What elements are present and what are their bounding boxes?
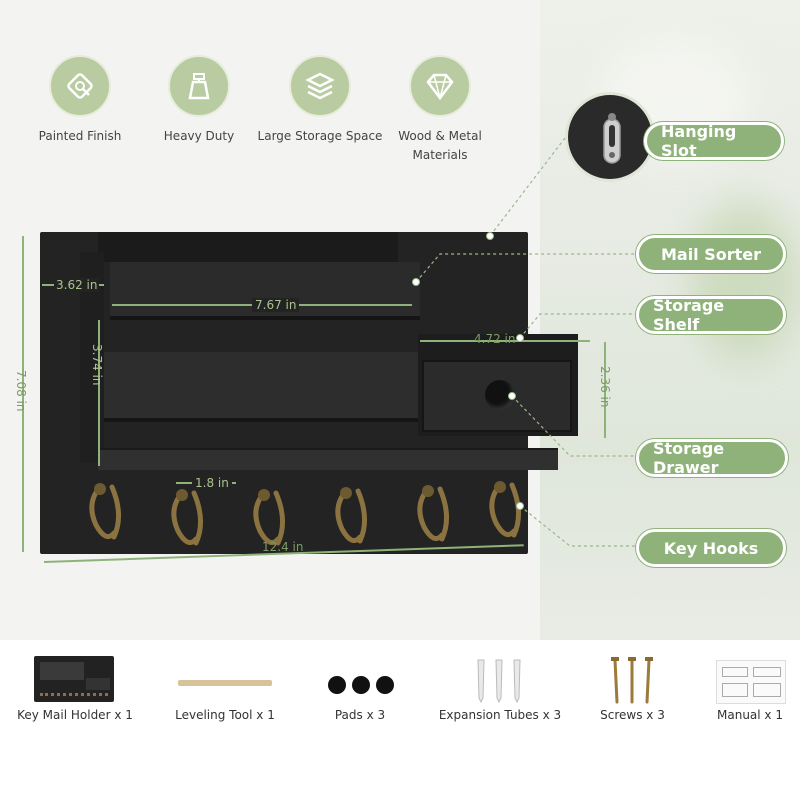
feature-heavy-duty: Heavy Duty bbox=[134, 55, 264, 146]
shelf-width-line bbox=[420, 340, 590, 342]
sorter-height-line bbox=[98, 320, 100, 466]
package-item-key-mail-holder: Key Mail Holder x 1 bbox=[10, 640, 140, 800]
drawer-height-line bbox=[604, 342, 606, 438]
feature-label: Heavy Duty bbox=[163, 129, 235, 143]
bottom-ledge bbox=[98, 448, 558, 470]
dim-shelf-width: 4.72 in bbox=[474, 332, 516, 346]
feature-label: Wood & Metal Materials bbox=[398, 129, 482, 162]
package-item-leveling-tool: Leveling Tool x 1 bbox=[160, 640, 290, 800]
feature-wood-metal: Wood & Metal Materials bbox=[375, 55, 505, 165]
package-item-pads: Pads x 3 bbox=[300, 640, 420, 800]
hanging-slot-closeup bbox=[565, 92, 655, 182]
mail-sorter-front-bottom bbox=[98, 352, 428, 422]
feature-label: Painted Finish bbox=[38, 129, 122, 143]
painted-finish-icon bbox=[49, 55, 111, 117]
feature-large-storage: Large Storage Space bbox=[255, 55, 385, 146]
manual-icon bbox=[716, 660, 786, 704]
feature-painted-finish: Painted Finish bbox=[15, 55, 145, 146]
height-line bbox=[22, 236, 24, 552]
package-label: Key Mail Holder x 1 bbox=[17, 708, 133, 722]
dim-hook-spacing: 1.8 in bbox=[192, 476, 232, 490]
package-label: Pads x 3 bbox=[334, 708, 386, 722]
key-hooks bbox=[89, 481, 521, 546]
callout-key-hooks: Key Hooks bbox=[636, 529, 786, 567]
callout-storage-drawer: Storage Drawer bbox=[636, 439, 788, 477]
callout-mail-sorter: Mail Sorter bbox=[636, 235, 786, 273]
weight-icon bbox=[168, 55, 230, 117]
pads-icon bbox=[328, 676, 394, 694]
key-mail-holder-product bbox=[40, 232, 578, 554]
feature-label: Large Storage Space bbox=[257, 129, 383, 143]
leader-lines bbox=[412, 137, 636, 547]
diamond-icon bbox=[409, 55, 471, 117]
package-label: Leveling Tool x 1 bbox=[175, 708, 275, 722]
key-mail-holder-icon bbox=[34, 656, 114, 702]
package-label: Manual x 1 bbox=[717, 708, 783, 722]
dim-total-width: 12.4 in bbox=[262, 540, 304, 554]
callout-storage-shelf: Storage Shelf bbox=[636, 296, 786, 334]
callout-hanging-slot: Hanging Slot bbox=[644, 122, 784, 160]
package-item-screws: Screws x 3 bbox=[575, 640, 690, 800]
dim-depth: 3.62 in bbox=[54, 278, 100, 292]
dim-sorter-width: 7.67 in bbox=[252, 298, 300, 312]
expansion-tube-icon bbox=[477, 659, 521, 704]
stack-icon bbox=[289, 55, 351, 117]
package-label: Expansion Tubes x 3 bbox=[438, 708, 562, 722]
leveling-tool-icon bbox=[178, 680, 272, 686]
package-contents: Key Mail Holder x 1 Leveling Tool x 1 Pa… bbox=[0, 640, 800, 800]
sorter-back bbox=[98, 232, 398, 262]
package-item-manual: Manual x 1 bbox=[700, 640, 800, 800]
screw-icon bbox=[611, 657, 653, 704]
package-label: Screws x 3 bbox=[600, 708, 665, 722]
package-item-expansion-tubes: Expansion Tubes x 3 bbox=[435, 640, 565, 800]
